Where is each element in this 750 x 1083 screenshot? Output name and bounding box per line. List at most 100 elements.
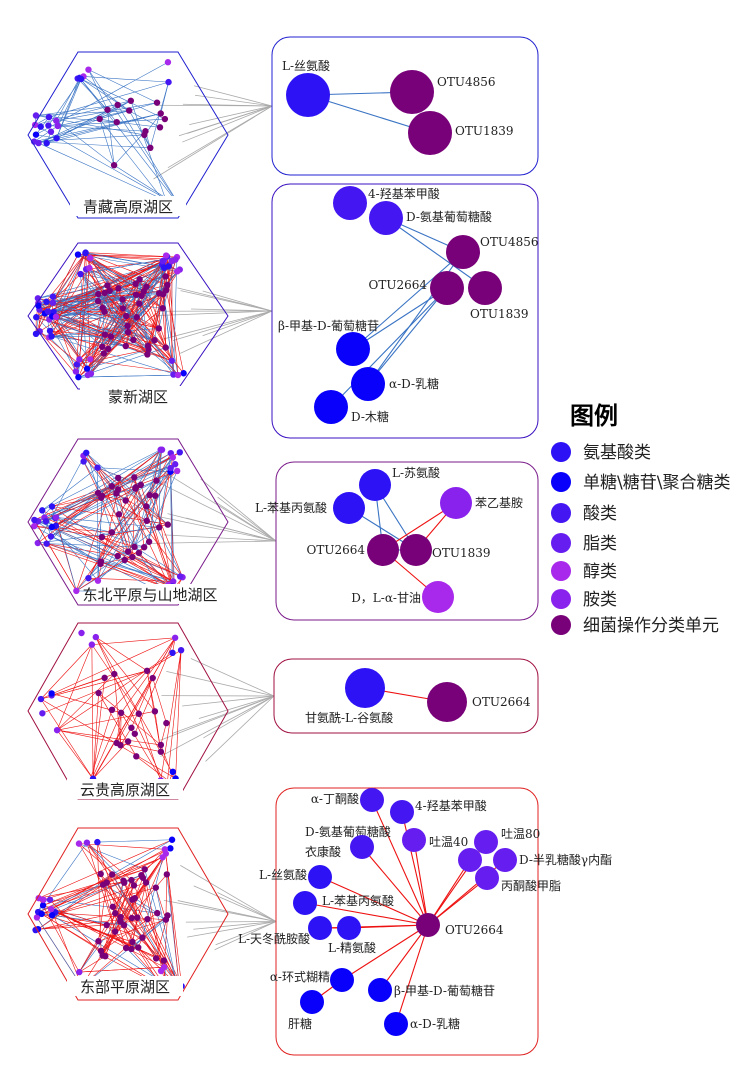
node xyxy=(117,709,125,717)
node xyxy=(157,110,164,117)
node xyxy=(40,896,47,903)
node xyxy=(53,117,60,124)
node-label: OTU1839 xyxy=(455,124,514,138)
edge xyxy=(46,543,118,557)
region-label: 东北平原与山地湖区 xyxy=(82,586,217,604)
edge xyxy=(122,308,166,348)
node xyxy=(140,288,148,295)
edge xyxy=(37,527,160,544)
node xyxy=(152,955,160,962)
edge xyxy=(55,77,80,121)
edge xyxy=(49,293,164,338)
node xyxy=(133,753,140,760)
node xyxy=(155,524,163,531)
region-network: 青藏高原湖区 xyxy=(27,51,273,219)
node xyxy=(169,768,177,776)
edge xyxy=(127,331,148,355)
edge xyxy=(57,729,161,746)
edge xyxy=(36,917,83,987)
node xyxy=(168,357,176,364)
node-label: 苯乙基胺 xyxy=(475,496,523,510)
edge xyxy=(80,78,165,120)
edge xyxy=(106,924,127,949)
edge xyxy=(413,839,429,926)
node xyxy=(115,511,123,518)
node xyxy=(39,710,46,717)
node xyxy=(408,111,452,155)
link-line xyxy=(193,85,273,107)
node xyxy=(104,282,111,289)
node xyxy=(162,252,170,259)
node xyxy=(110,161,118,169)
subnetwork-frame xyxy=(275,461,539,621)
edge xyxy=(111,670,148,711)
edge xyxy=(85,252,177,258)
link-line xyxy=(193,885,277,922)
edge xyxy=(139,303,160,329)
edge xyxy=(46,543,145,548)
edge xyxy=(165,874,168,920)
edge xyxy=(114,880,124,932)
edge xyxy=(34,525,112,533)
node xyxy=(128,724,135,731)
edge xyxy=(34,125,58,142)
node xyxy=(134,914,141,921)
node xyxy=(164,521,172,528)
node xyxy=(32,131,40,138)
node xyxy=(130,336,137,344)
node xyxy=(147,144,154,152)
node xyxy=(129,553,136,561)
node-label: OTU2664 xyxy=(472,695,531,709)
node xyxy=(153,99,161,106)
edge xyxy=(111,874,165,968)
edge xyxy=(85,253,140,304)
edge xyxy=(125,294,137,347)
node xyxy=(122,497,129,504)
node xyxy=(74,251,82,258)
node-label: D-木糖 xyxy=(351,409,389,424)
edge xyxy=(395,924,429,1025)
node xyxy=(286,73,330,117)
edge xyxy=(39,331,79,378)
edge xyxy=(134,449,161,547)
node xyxy=(95,290,102,298)
node-label: α-D-乳糖 xyxy=(410,1016,460,1031)
node xyxy=(34,539,41,547)
node xyxy=(400,534,432,566)
edge xyxy=(166,650,182,789)
node xyxy=(108,706,116,714)
edge xyxy=(147,255,167,355)
link-line xyxy=(163,534,277,542)
edge xyxy=(427,859,471,926)
node xyxy=(146,491,153,499)
node xyxy=(101,308,108,315)
node xyxy=(101,289,108,297)
edge xyxy=(44,313,77,372)
node xyxy=(47,905,55,913)
node-label: 吐温80 xyxy=(501,827,540,841)
node-label: D-氨基葡萄糖酸 xyxy=(305,824,391,839)
node xyxy=(177,646,185,654)
node xyxy=(144,351,151,358)
node-label: 丙酮酸甲脂 xyxy=(501,878,561,893)
node xyxy=(132,291,140,298)
node xyxy=(39,902,47,909)
link-line xyxy=(160,695,275,741)
node xyxy=(53,135,60,142)
edge xyxy=(142,849,166,938)
edge xyxy=(98,692,137,757)
subnetwork: 4-羟基苯甲酸D-氨基葡萄糖酸OTU4856OTU2664OTU1839β-甲基… xyxy=(278,186,539,424)
node-label: 衣康酸 xyxy=(305,844,341,859)
edge xyxy=(45,521,183,578)
link-line xyxy=(180,310,273,354)
node xyxy=(123,312,130,320)
edge xyxy=(80,273,105,294)
node xyxy=(128,945,135,953)
edge xyxy=(154,495,173,587)
node xyxy=(127,97,135,104)
edge xyxy=(117,104,181,208)
node-label: OTU4856 xyxy=(437,75,496,89)
node xyxy=(107,333,115,340)
node xyxy=(151,708,159,715)
